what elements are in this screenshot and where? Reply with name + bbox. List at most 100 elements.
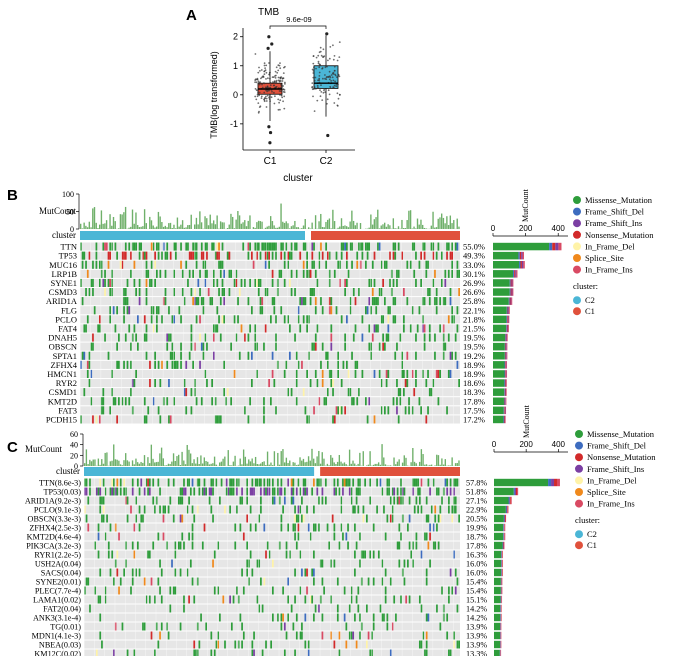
mutation-cell [337,369,340,378]
mutation-cell [308,269,310,278]
sample-mutcount-bar [282,221,284,229]
mutation-cell [266,541,269,550]
mutation-cell [126,297,129,306]
mutation-cell [368,242,371,251]
mutation-cell [111,388,113,397]
jitter-point [254,88,257,90]
mutation-cell [145,297,148,306]
mutation-cell [429,559,431,568]
mutation-cell [278,541,281,550]
sample-mutcount-bar [113,444,115,466]
jitter-point [259,105,262,108]
jitter-point [260,69,263,71]
mutation-cell [365,306,367,315]
mutation-cell [81,297,84,306]
mutation-cell [194,297,196,306]
mutation-cell [386,487,389,496]
mutation-cell [373,369,376,378]
mutation-cell [257,288,260,297]
mutation-cell [100,269,103,278]
gene-percentage: 55.0% [463,242,485,252]
sample-mutcount-bar [396,461,399,466]
mutation-cell [214,397,217,406]
jitter-point [257,71,260,74]
mutation-cell [196,505,199,514]
mutation-cell [383,505,385,514]
mutation-cell [109,568,112,577]
sample-mutcount-bar [416,218,419,229]
mutation-cell [376,478,378,487]
mutation-cell [102,496,105,505]
mutation-cell [406,369,409,378]
mutation-cell [193,595,196,604]
sample-mutcount-bar [248,459,250,466]
mutcount-tick-label: 0 [70,225,74,234]
mutation-cell [260,478,262,487]
sample-mutcount-bar [85,225,87,229]
outlier-point [268,130,273,135]
sample-mutcount-bar [114,459,117,466]
sample-mutcount-bar [147,457,149,466]
sample-mutcount-bar [83,222,85,229]
sample-mutcount-bar [456,463,458,466]
gene-label: PCLO(9.1e-3) [34,506,81,515]
sample-mutcount-bar [307,456,310,466]
mutation-cell [370,306,372,315]
sample-mutcount-bar [377,209,379,229]
sample-mutcount-bar [345,464,347,466]
side-bar-segment [512,279,514,287]
mutation-cell [347,388,350,397]
side-bar-segment [505,342,507,351]
outlier-point [267,125,271,129]
sample-mutcount-bar [448,465,450,466]
gene-row-bg [84,577,460,586]
mutation-cell [306,586,308,595]
sample-mutcount-bar [299,457,301,466]
mutation-cell [314,306,317,315]
mutation-cell [130,269,132,278]
mutation-cell [233,278,236,287]
mutation-cell [187,242,189,251]
gene-percentage: 17.2% [463,415,485,425]
mutation-cell [358,288,360,297]
sample-mutcount-bar [189,453,192,466]
mutation-cell [104,586,107,595]
mutation-cell [434,541,437,550]
jitter-point [324,74,326,76]
mutation-cell [102,388,105,397]
sample-mutcount-bar [410,462,412,466]
mutation-cell [432,523,435,532]
side-bar-segment [552,242,556,251]
jitter-point [330,74,333,76]
mutation-cell [380,315,383,324]
mutation-cell [211,297,213,306]
jitter-point [316,84,319,87]
mutation-cell [162,505,165,514]
sample-mutcount-bar [282,449,284,466]
mutation-cell [89,604,91,613]
jitter-point [321,67,323,70]
mutation-cell [273,306,276,315]
jitter-point [261,83,263,86]
sample-mutcount-bar [309,460,311,466]
sample-mutcount-bar [104,223,106,229]
mutation-cell [101,514,103,523]
mutation-cell [295,631,298,640]
mutation-cell [180,351,182,360]
mutation-cell [354,324,357,333]
mutation-cell [311,487,314,496]
sample-mutcount-bar [320,213,322,229]
mutation-cell [199,288,201,297]
mutation-cell [236,478,238,487]
mutation-cell [268,550,271,559]
mutation-cell [442,351,445,360]
mutation-cell [235,269,238,278]
mutation-cell [345,532,348,541]
mutation-cell [107,278,110,287]
mutation-cell [99,595,102,604]
mutation-cell [420,278,422,287]
jitter-point [282,88,285,91]
mutation-cell [320,242,322,251]
mutation-cell [85,478,88,487]
